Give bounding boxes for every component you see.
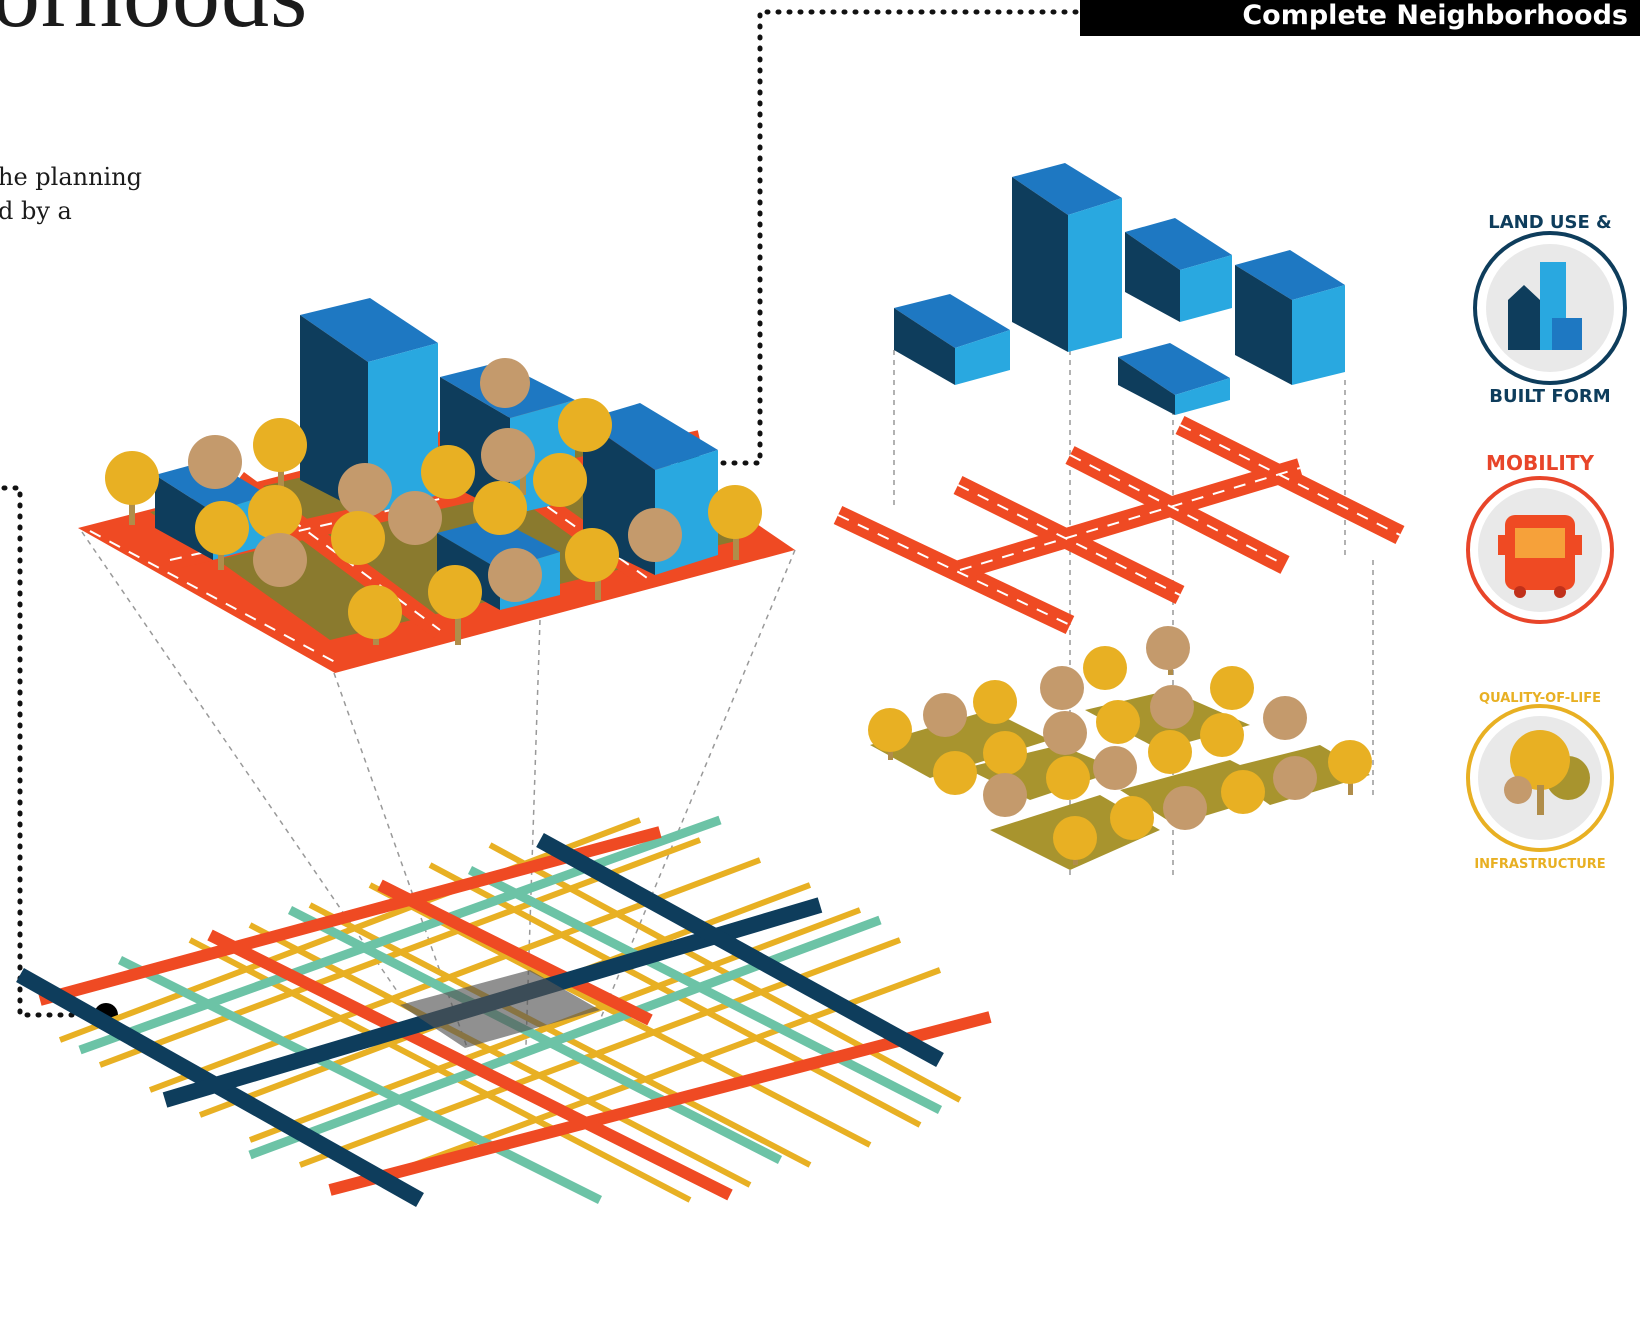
exploded-parks — [868, 626, 1372, 870]
intro-text: he planning d by a — [0, 160, 142, 228]
dotted-connector-left — [0, 485, 108, 1018]
bus-icon — [1498, 515, 1582, 598]
trees-icon — [1504, 730, 1590, 815]
city-grid — [16, 815, 992, 1207]
badge-land-use: LAND USE & BUILT FORM — [1473, 212, 1627, 407]
page-title: orhoods — [0, 0, 308, 49]
exploded-buildings — [894, 163, 1345, 415]
intro-line-1: he planning — [0, 163, 143, 191]
block-trees — [105, 358, 762, 645]
badge-mobility-top: MOBILITY — [1486, 451, 1594, 475]
badge-land-use-bottom: BUILT FORM — [1489, 386, 1610, 407]
section-banner: Complete Neighborhoods — [1080, 0, 1640, 36]
exploded-roads — [833, 416, 1405, 635]
badge-mobility: MOBILITY — [1466, 451, 1614, 624]
badge-quality-of-life-top: QUALITY-OF-LIFE — [1479, 691, 1601, 706]
tall-building — [300, 298, 438, 515]
badge-land-use-top: LAND USE & — [1488, 212, 1612, 233]
intro-line-2: d by a — [0, 197, 72, 225]
badge-quality-of-life: QUALITY-OF-LIFE INFRASTRUCTURE — [1466, 691, 1614, 872]
buildings-icon — [1508, 262, 1582, 350]
badge-quality-of-life-bottom: INFRASTRUCTURE — [1474, 857, 1605, 872]
dotted-connector-top — [687, 9, 1083, 466]
neighborhood-block — [78, 298, 795, 673]
